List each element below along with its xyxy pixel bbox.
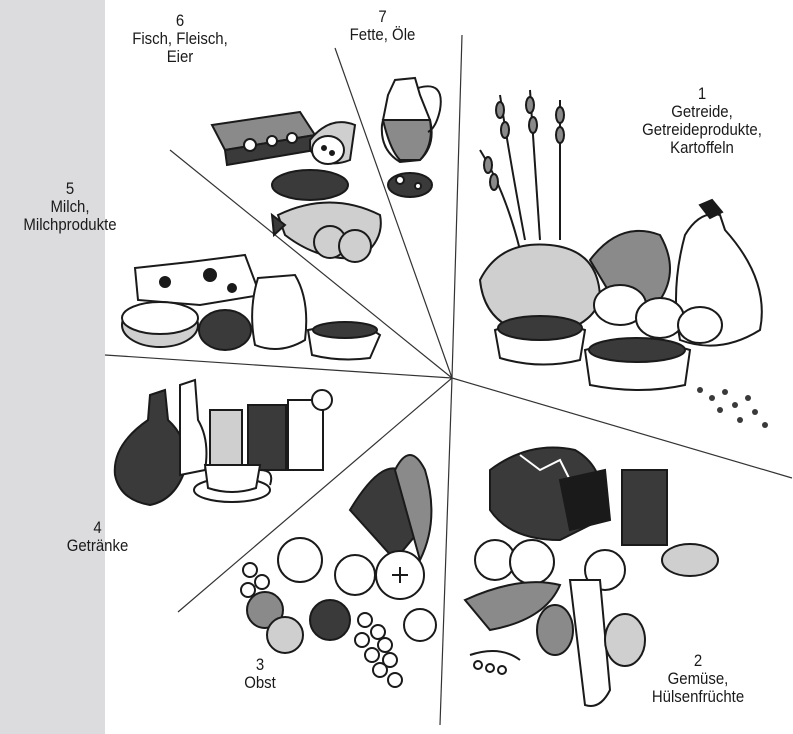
dairy-illustration bbox=[122, 255, 380, 359]
segment-4-line-1: Getränke bbox=[47, 537, 148, 555]
segment-1-line-1: Getreide, bbox=[623, 103, 781, 121]
divider-3-2 bbox=[440, 378, 452, 725]
segment-7-label: 7 Fette, Öle bbox=[332, 8, 433, 44]
segment-5-label: 5 Milch, Milchprodukte bbox=[8, 180, 131, 234]
segment-6-line-1: Fisch, Fleisch, bbox=[114, 30, 246, 48]
divider-5-4 bbox=[105, 355, 452, 378]
segment-1-label: 1 Getreide, Getreideprodukte, Kartoffeln bbox=[623, 85, 781, 157]
segment-1-line-3: Kartoffeln bbox=[623, 139, 781, 157]
segment-2-number: 2 bbox=[628, 652, 769, 670]
segment-7-number: 7 bbox=[332, 8, 433, 26]
segment-1-line-2: Getreideprodukte, bbox=[623, 121, 781, 139]
segment-6-line-2: Eier bbox=[114, 48, 246, 66]
segment-3-label: 3 Obst bbox=[220, 656, 299, 692]
segment-6-number: 6 bbox=[114, 12, 246, 30]
meat-fish-eggs-illustration bbox=[212, 112, 381, 262]
segment-4-label: 4 Getränke bbox=[47, 519, 148, 555]
segment-2-label: 2 Gemüse, Hülsenfrüchte bbox=[628, 652, 769, 706]
segment-2-line-1: Gemüse, bbox=[628, 670, 769, 688]
segment-5-line-1: Milch, bbox=[8, 198, 131, 216]
oil-jug-illustration bbox=[382, 78, 441, 197]
drinks-illustration bbox=[115, 380, 332, 505]
segment-7-line-1: Fette, Öle bbox=[332, 26, 433, 44]
segment-3-number: 3 bbox=[220, 656, 299, 674]
segment-5-line-2: Milchprodukte bbox=[8, 216, 131, 234]
segment-4-number: 4 bbox=[47, 519, 148, 537]
segment-2-line-2: Hülsenfrüchte bbox=[628, 688, 769, 706]
segment-5-number: 5 bbox=[8, 180, 131, 198]
segment-3-line-1: Obst bbox=[220, 674, 299, 692]
segment-6-label: 6 Fisch, Fleisch, Eier bbox=[114, 12, 246, 66]
segment-1-number: 1 bbox=[623, 85, 781, 103]
divider-1-7 bbox=[452, 35, 462, 378]
